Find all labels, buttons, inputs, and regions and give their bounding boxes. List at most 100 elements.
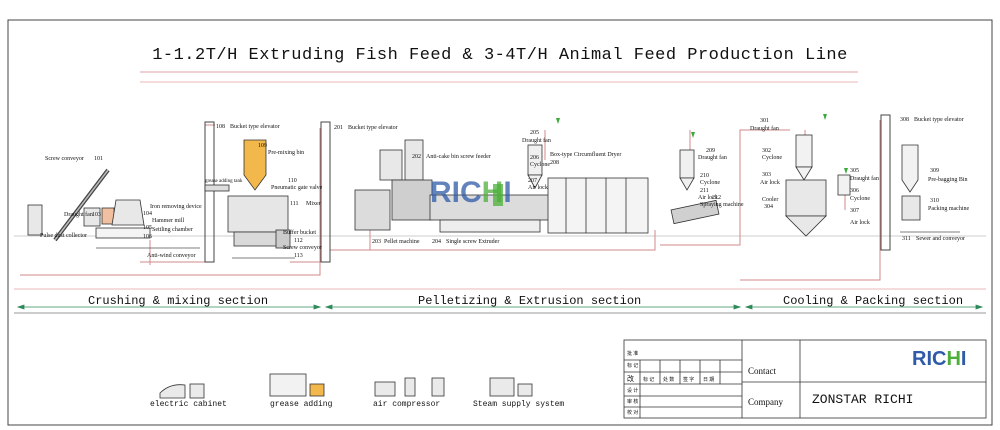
- tb-cell-8: 校 对: [627, 411, 639, 416]
- label-204: 204: [432, 239, 441, 245]
- label-screw-conveyor-2: Screw conveyor: [283, 245, 322, 251]
- tb-cell-7: 审 核: [627, 400, 639, 405]
- hammer-mill: [111, 199, 145, 226]
- section-arrows: [16, 304, 984, 310]
- pulse-dust-collector: [27, 204, 43, 236]
- cyclone-306: [837, 174, 851, 196]
- label-cyclone-3: Cyclone: [762, 155, 782, 161]
- tb-company-name: ZONSTAR RICHI: [812, 392, 914, 407]
- label-box-dryer: Box-type Circumfluent Dryer: [550, 152, 622, 158]
- company-logo: RICHI: [912, 348, 966, 371]
- cooling-machines: [785, 134, 960, 237]
- pellet-machine: [354, 189, 391, 231]
- cooler: [785, 179, 827, 217]
- label-draught-fan-1: Draught fan: [64, 212, 93, 218]
- label-104: 104: [143, 211, 152, 217]
- pre-mixing-bin: [243, 139, 267, 191]
- draught-fan-103: [83, 207, 101, 227]
- label-hammer-mill: Hammer mill: [152, 218, 185, 224]
- bucket-elevator-308: [880, 114, 891, 251]
- label-109: 109: [258, 143, 267, 149]
- label-112: 112: [294, 238, 303, 244]
- anti-cake-bin: [379, 149, 403, 181]
- label-pneumatic-gate: Pneumatic gate valve: [271, 185, 323, 191]
- label-packing: Packing machine: [928, 206, 970, 212]
- watermark-logo: RICHI: [430, 176, 512, 210]
- grease-adding-tank: [204, 184, 230, 192]
- label-bucket-elevator-2: Bucket type elevator: [348, 125, 398, 131]
- label-212: 212: [712, 195, 721, 201]
- label-buffer-bucket: Buffer bucket: [283, 230, 317, 236]
- elevators: [204, 114, 891, 263]
- electric-cabinet-icon-2: [189, 383, 205, 399]
- label-cyclone-4: Cyclone: [850, 196, 870, 202]
- label-211: 211: [700, 188, 709, 194]
- label-110: 110: [288, 178, 297, 184]
- watermark-logo-text-right: I: [503, 176, 512, 209]
- label-304: 304: [764, 204, 773, 210]
- label-307: 307: [850, 208, 859, 214]
- label-draught-fan-4: Draught fan: [750, 126, 779, 132]
- label-air-lock-1: Air lock: [528, 185, 548, 191]
- packing-machine: [901, 195, 921, 221]
- label-310: 310: [930, 198, 939, 204]
- electric-cabinet-icon: [159, 384, 186, 399]
- tb-cell-4: 日 期: [703, 378, 715, 383]
- label-iron-removing: Iron removing device: [150, 204, 202, 210]
- label-pellet-machine: Pellet machine: [384, 239, 420, 245]
- label-101: 101: [94, 156, 103, 162]
- cyclone-210: [679, 149, 695, 179]
- tb-cell-1: 标 记: [643, 378, 655, 383]
- label-206: 206: [530, 155, 539, 161]
- mixer: [227, 195, 289, 233]
- label-306: 306: [850, 188, 859, 194]
- title-block-frame: [623, 339, 987, 419]
- label-106: 106: [143, 234, 152, 240]
- watermark-logo-mark: [493, 184, 503, 206]
- section-pelletizing-extrusion: Pelletizing & Extrusion section: [418, 294, 642, 308]
- steam-supply-icon: [489, 377, 515, 397]
- label-302: 302: [762, 148, 771, 154]
- spraying-machine: [670, 199, 720, 225]
- company-logo-mark: H: [946, 348, 961, 370]
- label-cooler: Cooler: [762, 197, 779, 203]
- crushing-machines: [27, 168, 200, 249]
- label-spraying: Spraying machine: [700, 202, 744, 208]
- legend-electric-cabinet: electric cabinet: [150, 400, 227, 409]
- legend-icons: [159, 373, 533, 399]
- label-103: 103: [92, 212, 101, 218]
- tb-cell-9: 批 准: [627, 352, 639, 357]
- legend-air-compressor: air compressor: [373, 400, 441, 409]
- label-anti-wind: Anti-wind conveyor: [147, 253, 196, 259]
- label-pre-mixing: Pre-mixing bin: [268, 150, 305, 156]
- air-tank-icon: [404, 377, 416, 397]
- label-air-lock-3: Air lock: [760, 180, 780, 186]
- label-sewer: Sewer and conveyor: [916, 236, 965, 242]
- bucket-elevator-201: [320, 121, 331, 263]
- grease-tank-icon: [309, 383, 325, 397]
- label-anti-cake: Anti-cake bin screw feeder: [426, 154, 491, 160]
- label-301: 301: [760, 118, 769, 124]
- label-208: 208: [550, 160, 559, 166]
- label-209: 209: [706, 148, 715, 154]
- grease-adding-icon: [269, 373, 307, 397]
- cyclone-302: [795, 134, 813, 168]
- company-logo-text-left: RIC: [912, 348, 947, 370]
- label-202: 202: [412, 154, 421, 160]
- steam-boiler-icon: [517, 383, 533, 397]
- outer-frame: [7, 19, 993, 426]
- label-305: 305: [850, 168, 859, 174]
- label-draught-fan-2: Draught fan: [522, 138, 551, 144]
- label-113: 113: [294, 253, 303, 259]
- label-screw-conveyor: Screw conveyor: [45, 156, 84, 162]
- label-311: 311: [902, 236, 911, 242]
- tb-cell-6: 设 计: [627, 389, 639, 394]
- label-single-screw: Single screw Extruder: [446, 239, 500, 245]
- label-111: 111: [290, 201, 299, 207]
- pelletizing-machines: [354, 139, 720, 234]
- tb-contact-label: Contact: [748, 366, 776, 376]
- label-203: 203: [372, 239, 381, 245]
- tb-cell-3: 签 字: [683, 378, 695, 383]
- mixing-machines: [204, 139, 295, 259]
